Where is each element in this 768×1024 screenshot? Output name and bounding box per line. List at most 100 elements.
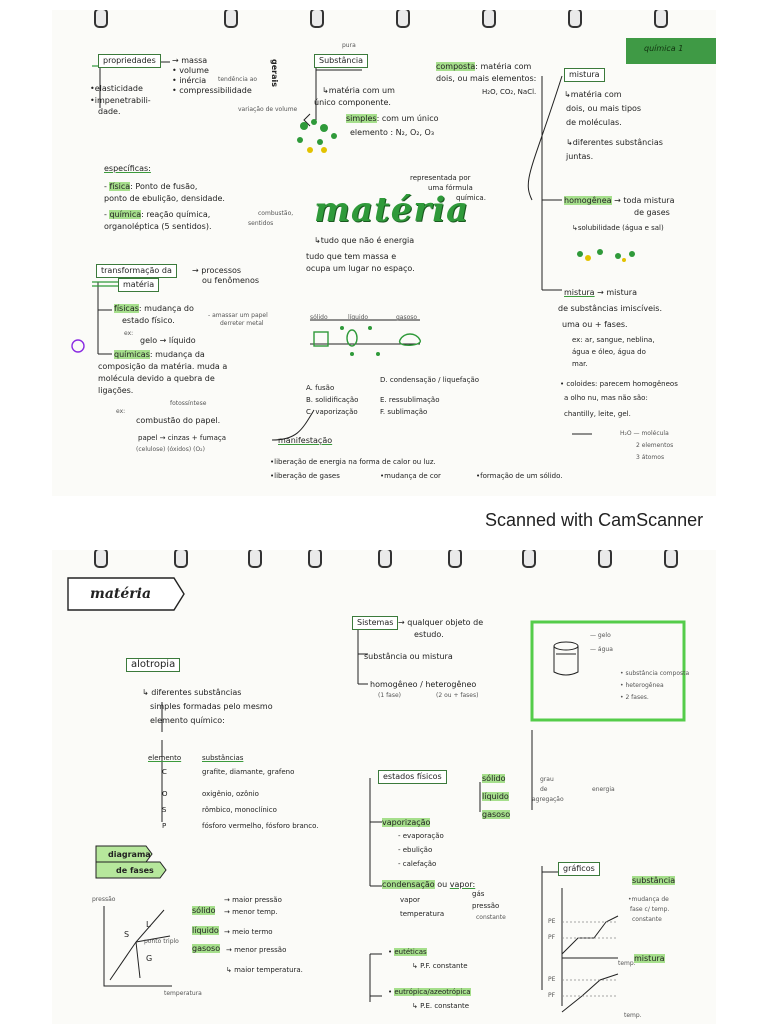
mistura-heterogenea-2: de substâncias imiscíveis.: [558, 304, 662, 313]
estados-condensacao: condensação ou vapor:: [382, 880, 476, 889]
graficos-mudanca-3: constante: [632, 916, 662, 923]
diagrama-l: L: [146, 920, 151, 929]
manifestacao-4: •formação de um sólido.: [476, 472, 563, 480]
estados-solido: sólido: [482, 774, 506, 783]
binder-ring: [522, 550, 536, 568]
sistemas-sub: substância ou mistura: [364, 652, 453, 661]
mistura-ex-3: mar.: [572, 360, 588, 368]
estados-calefacao: - calefação: [398, 860, 437, 868]
estados-azeotropica: • eutrópica/azeotrópica: [388, 988, 471, 996]
estados-pressao: pressão: [472, 902, 500, 910]
graficos-mudanca: •mudança de: [628, 896, 669, 903]
binder-ring: [448, 550, 462, 568]
mistura-ex-2: água e óleo, água do: [572, 348, 646, 356]
graficos-mistura: mistura: [634, 954, 665, 963]
mistura-box: mistura: [564, 68, 605, 82]
materia-title: matéria: [314, 190, 470, 230]
binder-ring: [568, 10, 582, 28]
transf-papel-2: (celulose) (óxidos) (O₂): [136, 446, 205, 453]
mistura-homogenea-2: de gases: [634, 208, 670, 217]
substancia-composta-2: dois, ou mais elementos:: [436, 74, 537, 83]
estados-energia: energia: [592, 786, 615, 793]
sistemas-box: Sistemas: [352, 616, 399, 630]
mistura-solubilidade: ↳solubilidade (água e sal): [572, 224, 664, 232]
transf-fisicas-note-2: derreter metal: [220, 320, 264, 327]
alotropia-el-c: C: [162, 768, 167, 776]
estado-gasoso: gasoso: [396, 314, 418, 321]
alotropia-def-3: elemento químico:: [150, 716, 225, 725]
estados-ebulicao: - ebulição: [398, 846, 433, 854]
transf-ex2: ex:: [116, 408, 126, 415]
transf-quimicas-4: ligações.: [98, 386, 134, 395]
substancia-simples-2: elemento : N₂, O₂, O₃: [350, 128, 435, 137]
transf-ex1: ex:: [124, 330, 134, 337]
substancia-box: Substância: [314, 54, 369, 68]
binder-ring: [378, 550, 392, 568]
estados-grau: grau: [540, 776, 554, 783]
diagrama-ponto-triplo: ponto triplo: [144, 938, 179, 945]
mistura-coloides: • coloides: parecem homogêneos: [560, 380, 678, 388]
mistura-heterogenea: mistura → mistura: [564, 288, 637, 297]
transf-fenomenos: ou fenômenos: [202, 276, 260, 285]
diagrama-liquido: líquido: [192, 926, 219, 935]
estados-euteticas: • eutéticas: [388, 948, 427, 956]
estados-gasoso: gasoso: [482, 810, 511, 819]
transf-fisicas: físicas: mudança do: [114, 304, 194, 313]
prop-volume: • volume: [172, 66, 209, 75]
alotropia-sub-p: fósforo vermelho, fósforo branco.: [202, 822, 319, 830]
binder-ring: [664, 550, 678, 568]
note-combustao: combustão,: [258, 210, 294, 217]
substancia-pura: pura: [342, 42, 356, 49]
estados-pf: ↳ P.F. constante: [412, 962, 468, 970]
sistemas-gelo: — gelo: [590, 632, 611, 639]
graficos-pe-1: PE: [548, 918, 556, 925]
sistemas-agua: — água: [590, 646, 613, 653]
transformacao-box: transformação da: [96, 264, 177, 278]
estados-evaporacao: - evaporação: [398, 832, 444, 840]
substancia-composta: composta: matéria com: [436, 62, 532, 71]
estados-vaporizacao: vaporização: [382, 818, 431, 827]
graficos-temp-2: temp.: [624, 1012, 642, 1019]
notebook-page-1: química 1: [52, 10, 716, 496]
graficos-pe-2: PE: [548, 976, 556, 983]
transf-quimicas-3: molécula devido a quebra de: [98, 374, 215, 383]
binder-ring: [482, 10, 496, 28]
estados-de: de: [540, 786, 548, 793]
transf-quimicas-2: composição da matéria. muda a: [98, 362, 228, 371]
prop-note-volume: variação de volume: [238, 106, 298, 113]
sistemas-homo-3: (2 ou + fases): [436, 692, 479, 699]
title-formula: uma fórmula: [428, 184, 473, 192]
binder-ring: [396, 10, 410, 28]
prop-impenetrabilidade-2: dade.: [98, 107, 121, 116]
title-def-2: tudo que tem massa e: [306, 252, 397, 261]
mistura-h2o-3: 3 átomos: [636, 454, 665, 461]
diagrama-gasoso: gasoso: [192, 944, 221, 953]
transf-papel: papel → cinzas + fumaça: [138, 434, 227, 442]
diagrama-temp-axis: temperatura: [164, 990, 202, 997]
sistemas-b1: • substância composta: [620, 670, 690, 677]
mistura-coloides-2: a olho nu, mas não são:: [564, 394, 648, 402]
propriedades-box: propriedades: [98, 54, 161, 68]
graficos-box: gráficos: [558, 862, 600, 876]
estado-f: F. sublimação: [380, 408, 428, 416]
sistemas-def-1: → qualquer objeto de: [398, 618, 484, 627]
binder-ring: [654, 10, 668, 28]
mistura-h2o: H₂O — molécula: [620, 430, 669, 437]
mistura-def-4: ↳diferentes substâncias: [566, 138, 663, 147]
graficos-substancia: substância: [632, 876, 676, 885]
binder-ring: [310, 10, 324, 28]
prop-massa: → massa: [172, 56, 208, 65]
graficos-pf-2: PF: [548, 992, 556, 999]
title-def-3: ocupa um lugar no espaço.: [306, 264, 415, 273]
diagrama-gasoso-a: → menor pressão: [226, 946, 287, 954]
sistemas-def-2: estudo.: [414, 630, 444, 639]
subject-tab: química 1: [626, 38, 716, 64]
transf-fisicas-2: estado físico.: [122, 316, 175, 325]
diagrama-gasoso-b: ↳ maior temperatura.: [226, 966, 303, 974]
mistura-def-1: ↳matéria com: [564, 90, 622, 99]
graficos-pf-1: PF: [548, 934, 556, 941]
mistura-ex-1: ex: ar, sangue, neblina,: [572, 336, 655, 344]
diagrama-g: G: [146, 954, 153, 963]
estados-box: estados físicos: [378, 770, 447, 784]
estados-agregacao: agregação: [532, 796, 564, 803]
